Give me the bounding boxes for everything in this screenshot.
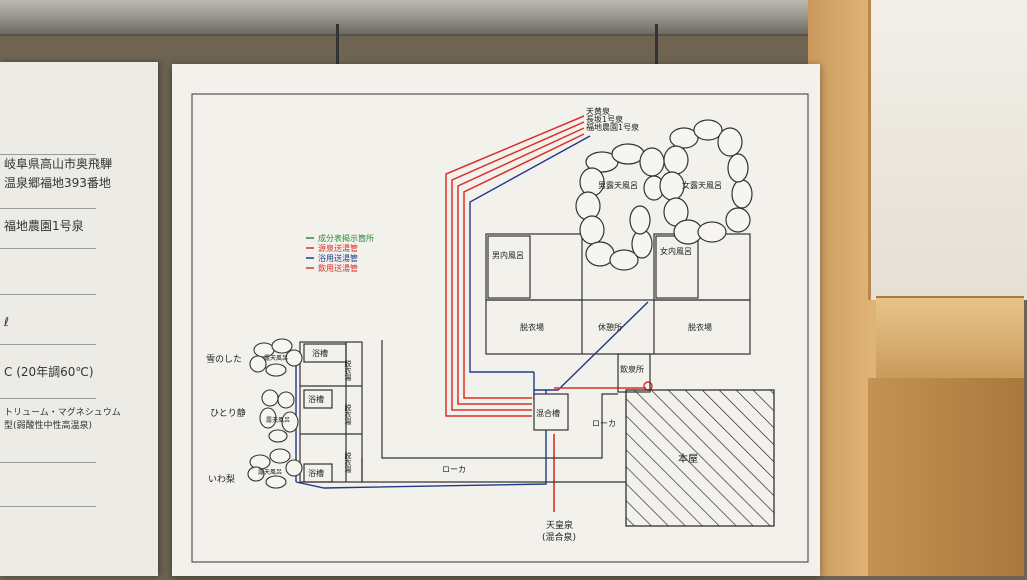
info-line: 型(弱酸性中性高温泉) [4,421,93,431]
private-bath-rooms [299,341,363,483]
bottom-source-label-1: 天皇泉 [546,519,573,531]
frame-border [191,93,809,563]
bath-label: 浴槽 [308,394,324,404]
outdoor-small-label: 露天風呂 [264,355,288,362]
info-blank [0,462,96,502]
room-label-changing-left: 脱衣場 [520,322,544,332]
room-label-changing-right: 脱衣場 [688,322,712,332]
info-line: 岐阜県高山市奥飛騨 [0,154,112,176]
legend-label: 飲用送湯管 [318,263,358,273]
room-label-rest: 休憩所 [598,322,622,332]
legend-label: 浴用送湯管 [318,253,358,263]
hot-spring-diagram-board: 天黄泉 長坂1号泉 福地農園1号泉 成分表掲示箇所 源泉送湯管 浴用送湯管 飲用… [172,64,820,576]
room-label-mens-outdoor: 男露天風呂 [598,181,638,190]
bath-label: 浴槽 [308,468,324,478]
changing-small-label: 脱衣場 [344,359,352,382]
source-label-3: 福地農園1号泉 [586,122,639,132]
legend-label: 成分表掲示箇所 [318,233,374,243]
main-house-box [625,389,775,527]
hanging-hook [655,24,658,70]
room-label-main-house: 本屋 [678,452,698,465]
private-bath-name: 雪のした [206,354,242,365]
outdoor-small-label: 露天風呂 [266,417,290,424]
changing-small-label: 脱衣場 [344,451,352,474]
room-label-drinking: 飲泉所 [620,364,644,374]
info-blank [0,506,96,556]
source-label-2: 長坂1号泉 [586,114,623,124]
bath-label: 浴槽 [312,348,328,358]
room-label-womens-outdoor: 女露天風呂 [682,180,722,190]
left-info-panel: 岐阜県高山市奥飛騨 温泉郷福地393番地 福地農園1号泉 ℓ C (20年調60… [0,62,158,576]
wall-right [868,0,1027,300]
wooden-shelf [876,296,1024,380]
info-blank [0,248,96,294]
info-line: 福地農園1号泉 [0,208,96,248]
private-bath-name: いわ梨 [208,473,235,485]
picture-rail [0,0,820,36]
room-label-mixing-tank: 混合槽 [536,408,560,418]
info-line: C (20年調60℃) [0,344,96,394]
womens-outdoor-rocks [659,119,753,245]
info-line: トリューム・マグネシュウム [0,398,121,422]
private-outdoor-rocks [247,338,303,489]
room-label-corridor-bottom: ローカ [442,465,466,474]
mens-outdoor-rocks [575,143,665,271]
source-pipes [445,115,585,417]
private-bath-name: ひとり静 [210,407,246,419]
room-label-corridor-right: ローカ [592,419,616,428]
outdoor-small-label: 露天風呂 [258,469,282,476]
floor-plan: 天黄泉 長坂1号泉 福地農園1号泉 成分表掲示箇所 源泉送湯管 浴用送湯管 飲用… [191,93,809,563]
room-label-womens-indoor: 女内風呂 [660,246,692,256]
drinking-fountain-icon [643,381,653,391]
bottom-source-label-2: (混合泉) [542,531,576,543]
source-label-1: 天黄泉 [586,106,610,116]
mixing-tank-box [533,393,569,431]
changing-small-label: 脱衣場 [344,403,352,426]
info-line: ℓ [0,294,96,344]
info-line: 温泉郷福地393番地 [4,176,111,190]
hanging-hook [336,24,339,70]
wooden-wall-lower [868,378,1024,576]
legend-label: 源泉送湯管 [318,243,358,253]
corridor-outline [381,340,618,459]
room-label-mens-indoor: 男内風呂 [492,250,524,260]
corridor-outline-bottom [361,458,626,483]
